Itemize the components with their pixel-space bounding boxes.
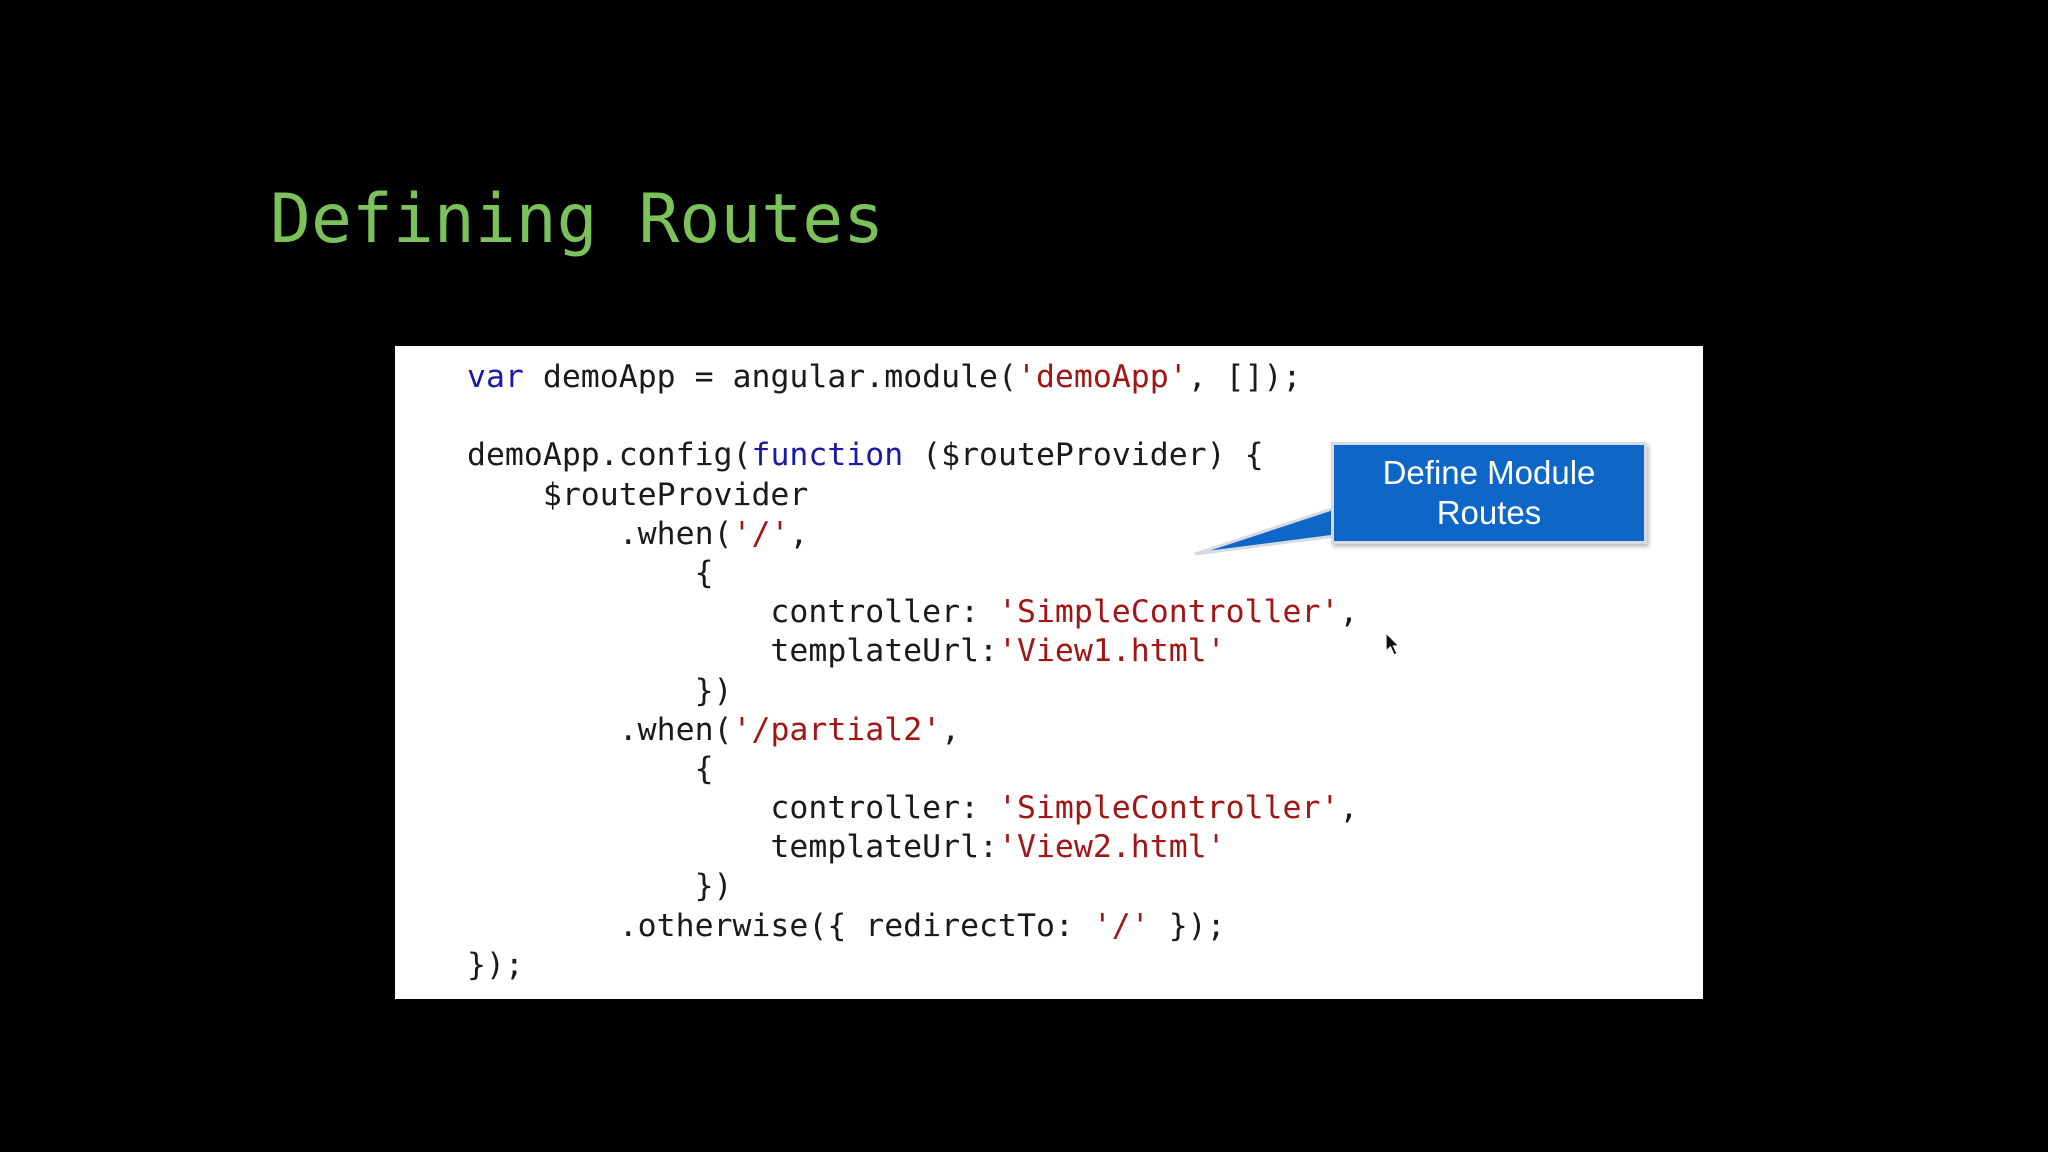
code-line: }) bbox=[467, 672, 1358, 711]
code-line: templateUrl:'View1.html' bbox=[467, 632, 1358, 671]
code-text: templateUrl: bbox=[467, 829, 999, 866]
code-string: 'SimpleController' bbox=[998, 790, 1340, 827]
code-line: .otherwise({ redirectTo: '/' }); bbox=[467, 907, 1358, 946]
code-line: demoApp.config(function ($routeProvider)… bbox=[467, 436, 1358, 475]
code-text: { bbox=[467, 750, 714, 787]
code-keyword: function bbox=[751, 437, 904, 474]
code-text: controller: bbox=[467, 790, 999, 827]
code-line: { bbox=[467, 554, 1358, 593]
code-keyword: var bbox=[467, 359, 524, 395]
code-text: , bbox=[1339, 790, 1359, 827]
code-line: { bbox=[467, 750, 1358, 789]
code-line: .when('/partial2', bbox=[467, 711, 1358, 750]
code-text: , bbox=[1339, 594, 1359, 631]
code-line: controller: 'SimpleController', bbox=[467, 593, 1358, 632]
callout-box: Define Module Routes bbox=[1331, 442, 1647, 544]
code-string: '/partial2' bbox=[732, 711, 942, 748]
code-line: }) bbox=[467, 867, 1358, 906]
code-block: var demoApp = angular.module('demoApp', … bbox=[467, 358, 1358, 985]
code-text: { bbox=[467, 554, 714, 591]
code-text: templateUrl: bbox=[467, 633, 999, 670]
callout-text: Define Module Routes bbox=[1382, 454, 1596, 531]
code-line bbox=[467, 397, 1358, 436]
code-text: ($routeProvider) { bbox=[903, 437, 1264, 474]
code-line: }); bbox=[467, 946, 1358, 985]
code-screenshot-panel: var demoApp = angular.module('demoApp', … bbox=[395, 346, 1703, 999]
code-text: .otherwise({ redirectTo: bbox=[467, 907, 1093, 944]
code-line: var demoApp = angular.module('demoApp', … bbox=[467, 358, 1358, 397]
slide-title: Defining Routes bbox=[270, 180, 885, 259]
code-string: 'View2.html' bbox=[998, 829, 1226, 866]
code-line: templateUrl:'View2.html' bbox=[467, 828, 1358, 867]
code-text: .when( bbox=[467, 515, 733, 552]
code-line: controller: 'SimpleController', bbox=[467, 789, 1358, 828]
code-text: }); bbox=[467, 946, 524, 983]
code-text: , bbox=[789, 515, 809, 552]
code-text: controller: bbox=[467, 594, 999, 631]
code-text: $routeProvider bbox=[467, 476, 809, 513]
code-line: $routeProvider bbox=[467, 476, 1358, 515]
code-text: .when( bbox=[467, 711, 733, 748]
code-string: '/' bbox=[732, 515, 790, 552]
code-text: demoApp.config( bbox=[467, 437, 752, 474]
code-string: 'SimpleController' bbox=[998, 594, 1340, 631]
code-text: }); bbox=[1149, 907, 1226, 944]
code-text: , []); bbox=[1187, 359, 1302, 395]
code-string: 'View1.html' bbox=[998, 633, 1226, 670]
code-line: .when('/', bbox=[467, 515, 1358, 554]
code-string: '/' bbox=[1092, 907, 1150, 944]
code-text: demoApp = angular.module( bbox=[523, 359, 1017, 395]
code-text: }) bbox=[467, 672, 733, 709]
code-text: }) bbox=[467, 868, 733, 905]
code-string: 'demoApp' bbox=[1017, 359, 1188, 395]
mouse-pointer-icon bbox=[1385, 632, 1401, 656]
code-text: , bbox=[941, 711, 961, 748]
